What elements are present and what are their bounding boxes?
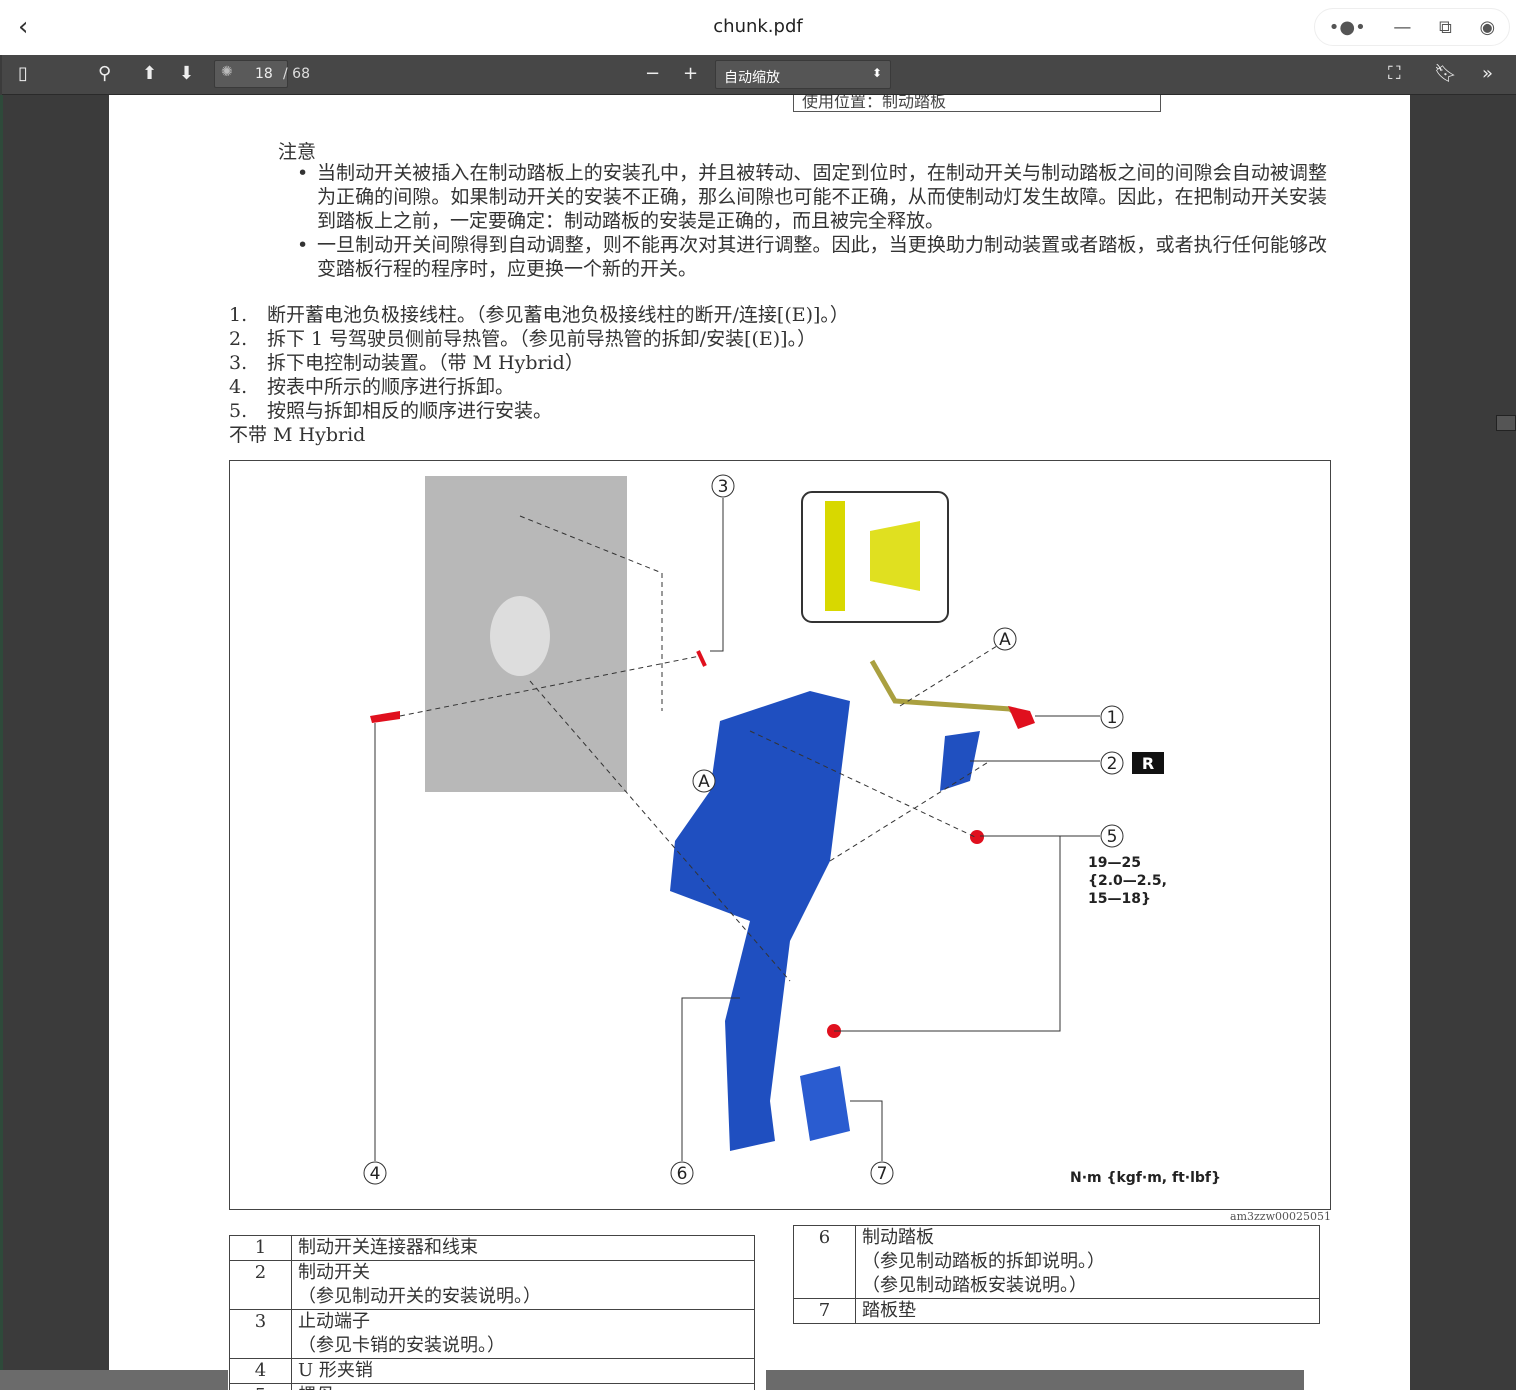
step: 3.拆下电控制动装置。（带 M Hybrid） bbox=[229, 352, 584, 374]
window-controls: •●• — ⧉ ◉ bbox=[1314, 8, 1510, 46]
back-chevron-left-icon[interactable]: ‹ bbox=[18, 12, 29, 42]
step: 2.拆下 1 号驾驶员侧前导热管。（参见前导热管的拆卸/安装[(E)]。） bbox=[229, 328, 817, 350]
zoom-in-button[interactable]: + bbox=[683, 63, 699, 84]
svg-text:{2.0—2.5,: {2.0—2.5, bbox=[1088, 873, 1167, 889]
bottom-overlay-bar bbox=[0, 1370, 228, 1390]
search-icon[interactable]: ⚲ bbox=[98, 63, 112, 84]
leader-lines bbox=[399, 515, 1006, 982]
note-text: 当制动开关被插入在制动踏板上的安装孔中，并且被转动、固定到位时，在制动开关与制动… bbox=[317, 162, 1327, 232]
pdf-page: 使用位置：制动踏板 注意 •当制动开关被插入在制动踏板上的安装孔中，并且被转动、… bbox=[109, 95, 1410, 1390]
zoom-out-button[interactable]: − bbox=[645, 63, 661, 84]
step: 5.按照与拆卸相反的顺序进行安装。 bbox=[229, 400, 553, 422]
left-edge bbox=[0, 95, 3, 1390]
callout-a: A bbox=[999, 630, 1011, 650]
step: 4.按表中所示的顺序进行拆卸。 bbox=[229, 376, 515, 398]
sidebar-toggle-icon[interactable]: ▯ bbox=[18, 63, 28, 84]
stop-terminal bbox=[696, 650, 707, 667]
callout-5: 5 bbox=[1107, 827, 1118, 847]
title-bar: ‹ chunk.pdf •●• — ⧉ ◉ bbox=[0, 0, 1516, 55]
note-heading: 注意 bbox=[278, 141, 317, 163]
wire-harness bbox=[869, 659, 1027, 723]
nut bbox=[970, 830, 984, 844]
callout-a: A bbox=[698, 772, 710, 792]
callouts: 3 4 6 7 1 2 5 A A bbox=[363, 474, 1124, 1185]
step: 1.断开蓄电池负极接线柱。（参见蓄电池负极接线柱的断开/连接[(E)]。） bbox=[229, 304, 849, 326]
svg-text:15—18}: 15—18} bbox=[1088, 891, 1151, 907]
torque-spec: 19—25 {2.0—2.5, 15—18} bbox=[1088, 855, 1167, 907]
page-number-input[interactable]: ✺ 18 bbox=[214, 60, 288, 88]
bottom-overlay-bar bbox=[766, 1370, 1304, 1390]
loading-spinner-icon: ✺ bbox=[221, 64, 233, 80]
callout-6: 6 bbox=[677, 1164, 688, 1184]
previous-page-icon[interactable]: ⬆ bbox=[142, 63, 158, 84]
callout-7: 7 bbox=[877, 1164, 888, 1184]
connector bbox=[1008, 706, 1035, 729]
brake-pedal bbox=[670, 691, 850, 1151]
record-icon[interactable]: ◉ bbox=[1479, 16, 1496, 38]
brake-pedal-diagram: 3 4 6 7 1 2 5 A A R 19—25 {2.0—2.5, 15—1… bbox=[229, 460, 1331, 1210]
window-title: chunk.pdf bbox=[713, 16, 803, 37]
zoom-select[interactable]: 自动缩放 ⬍ bbox=[715, 60, 891, 89]
next-page-icon[interactable]: ⬇ bbox=[179, 63, 195, 84]
minimize-icon[interactable]: — bbox=[1393, 16, 1412, 38]
callout-1: 1 bbox=[1107, 708, 1118, 728]
callout-lines bbox=[374, 498, 1100, 1161]
figure-id: am3zzw00025051 bbox=[1230, 1210, 1331, 1223]
spring bbox=[490, 596, 550, 676]
torque-unit: N·m {kgf·m, ft·lbf} bbox=[1070, 1170, 1221, 1186]
variant-label: 不带 M Hybrid bbox=[229, 424, 366, 446]
clip-detail bbox=[870, 521, 920, 591]
use-position-box: 使用位置：制动踏板 bbox=[793, 95, 1161, 112]
fullscreen-icon[interactable]: ⛶ bbox=[1388, 63, 1401, 84]
note-text: 一旦制动开关间隙得到自动调整，则不能再次对其进行调整。因此，当更换助力制动装置或… bbox=[317, 234, 1327, 280]
brake-switch bbox=[940, 731, 980, 791]
zoom-select-value: 自动缩放 bbox=[724, 70, 780, 86]
page-total: / 68 bbox=[283, 66, 310, 82]
table-row: 5螺母 bbox=[229, 1383, 755, 1390]
restore-icon[interactable]: ⧉ bbox=[1438, 16, 1452, 38]
note-bullet: •一旦制动开关间隙得到自动调整，则不能再次对其进行调整。因此，当更换助力制动装置… bbox=[297, 234, 1327, 280]
rod-detail bbox=[825, 501, 845, 611]
pdf-toolbar: ▯ ⚲ ⬆ ⬇ ✺ 18 / 68 − + 自动缩放 ⬍ ⛶ 🔖︎ » bbox=[2, 55, 1516, 95]
pedal-pad bbox=[800, 1066, 850, 1141]
tools-chevron-icon[interactable]: » bbox=[1482, 63, 1494, 84]
callout-3: 3 bbox=[718, 477, 729, 497]
r-badge bbox=[1132, 752, 1164, 774]
svg-text:19—25: 19—25 bbox=[1088, 855, 1141, 871]
scrollbar-thumb[interactable] bbox=[1496, 415, 1516, 431]
more-icon[interactable]: •●• bbox=[1328, 16, 1366, 38]
clevis-pin bbox=[370, 711, 400, 723]
bookmark-icon[interactable]: 🔖︎ bbox=[1434, 63, 1457, 84]
r-badge-text: R bbox=[1142, 754, 1154, 773]
select-arrows-icon: ⬍ bbox=[871, 66, 882, 80]
callout-2: 2 bbox=[1107, 754, 1118, 774]
steps-list: 1.断开蓄电池负极接线柱。（参见蓄电池负极接线柱的断开/连接[(E)]。） 2.… bbox=[229, 303, 849, 447]
callout-4: 4 bbox=[370, 1164, 381, 1184]
page-current: 18 bbox=[255, 66, 273, 82]
note-bullet: •当制动开关被插入在制动踏板上的安装孔中，并且被转动、固定到位时，在制动开关与制… bbox=[297, 162, 1327, 232]
